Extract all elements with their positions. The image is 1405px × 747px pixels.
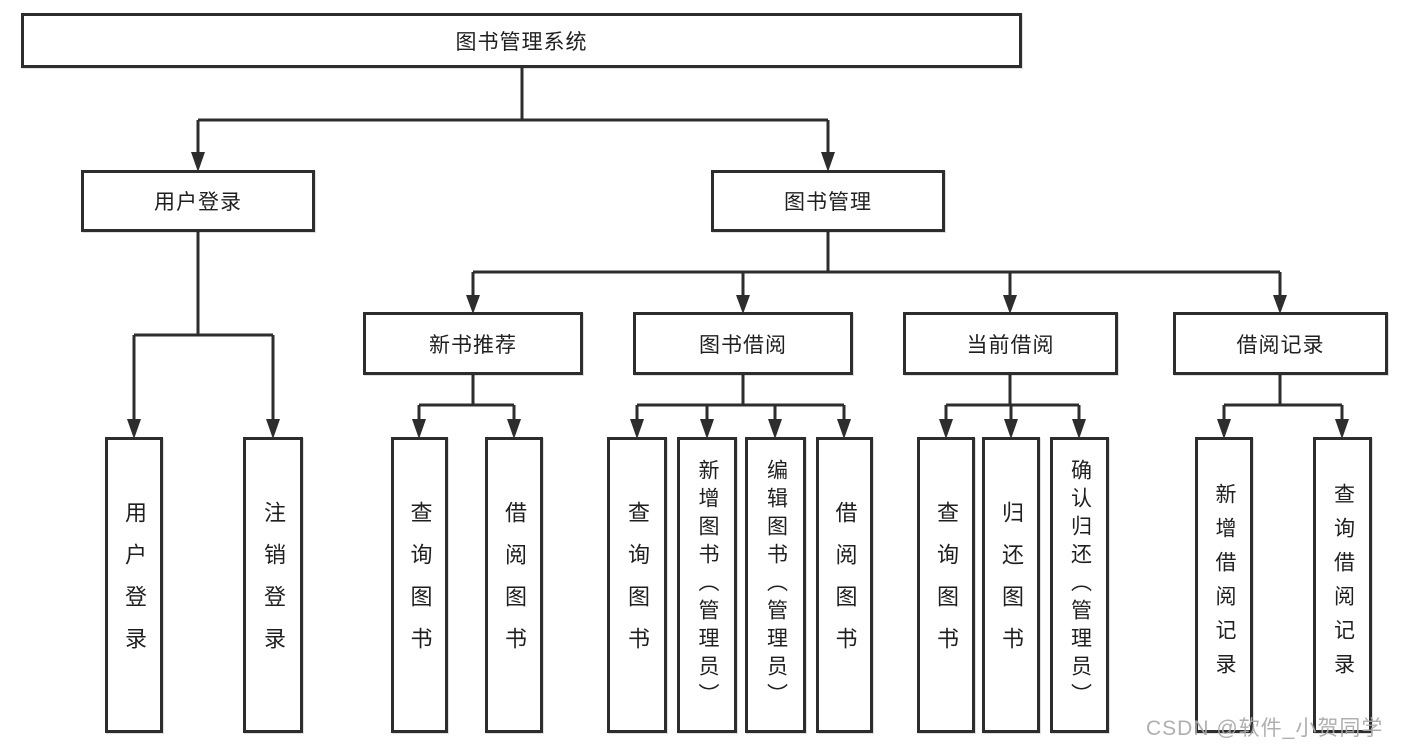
leaf-borrow-books-2: 借阅图书 <box>816 437 873 733</box>
leaf-query-books-3: 查询图书 <box>917 437 975 733</box>
node-current-borrowing: 当前借阅 <box>903 312 1118 375</box>
node-book-management: 图书管理 <box>711 170 945 232</box>
leaf-add-borrow-record: 新增借阅记录 <box>1195 437 1253 733</box>
node-book-borrowing: 图书借阅 <box>633 312 853 375</box>
csdn-watermark: CSDN @软件_小贺同学 <box>1146 717 1384 740</box>
leaf-user-login: 用户登录 <box>105 437 163 733</box>
node-user-login: 用户登录 <box>81 170 315 232</box>
leaf-return-books: 归还图书 <box>982 437 1040 733</box>
node-root-library-system: 图书管理系统 <box>21 13 1022 68</box>
leaf-logout: 注销登录 <box>243 437 303 733</box>
leaf-edit-books-admin: 编辑图书（管理员） <box>745 437 806 733</box>
leaf-query-books-1: 查询图书 <box>391 437 448 733</box>
leaf-add-books-admin: 新增图书（管理员） <box>677 437 737 733</box>
leaf-confirm-return-admin: 确认归还（管理员） <box>1050 437 1109 733</box>
leaf-borrow-books-1: 借阅图书 <box>485 437 543 733</box>
leaf-query-books-2: 查询图书 <box>607 437 667 733</box>
node-borrowing-records: 借阅记录 <box>1173 312 1388 375</box>
node-new-book-recommend: 新书推荐 <box>363 312 583 375</box>
leaf-query-borrow-record: 查询借阅记录 <box>1313 437 1372 733</box>
